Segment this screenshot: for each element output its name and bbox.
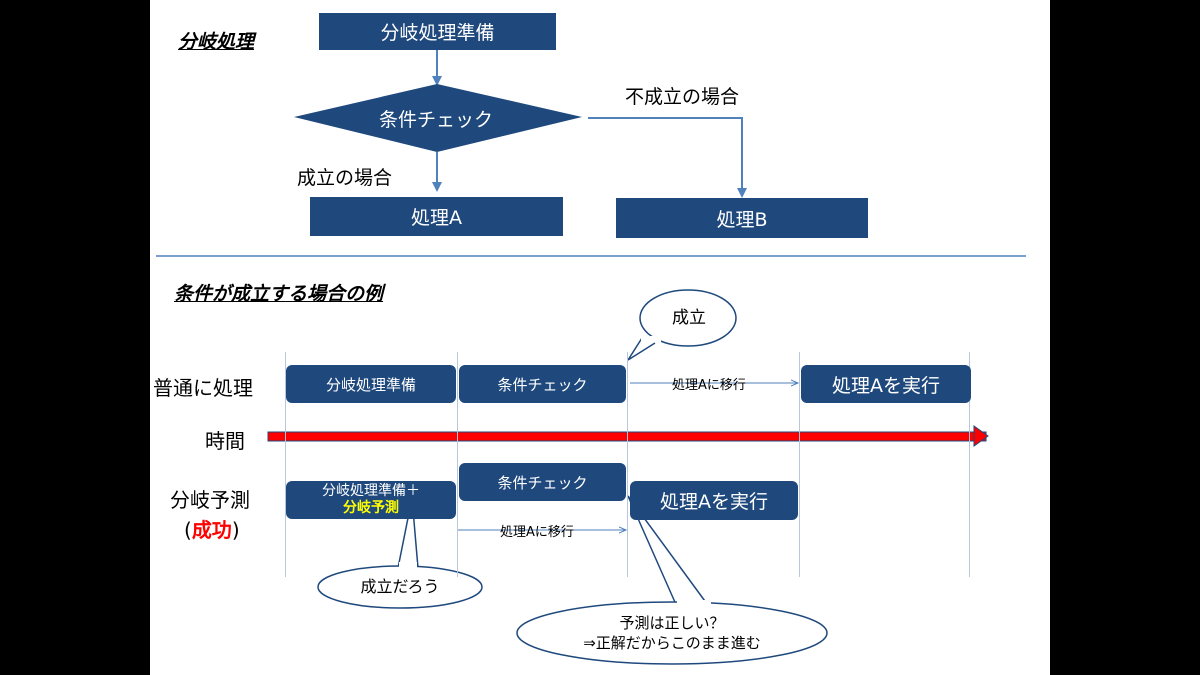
time-arrow-head	[973, 425, 989, 447]
predict-result-text: 成功	[191, 518, 232, 542]
not-ok-label: 不成立の場合	[625, 86, 740, 108]
guide-line	[457, 352, 458, 577]
predict-prepare-line2: 分岐予測	[343, 500, 399, 516]
predict-row-label: 分岐予測	[170, 488, 250, 512]
normal-check-box: 条件チェック	[459, 365, 626, 403]
normal-transition-label: 処理Aに移行	[672, 378, 746, 393]
predict-prepare-line1: 分岐処理準備＋	[322, 483, 420, 499]
callout-right-shape	[516, 601, 828, 665]
guide-line	[285, 352, 286, 577]
callout-ok-tail	[627, 337, 656, 361]
process-b-box: 処理B	[616, 198, 868, 238]
time-label: 時間	[205, 429, 245, 453]
guide-line	[799, 352, 800, 577]
callout-right-text: 予測は正しい？ ⇒正解だからこのまま進む	[517, 613, 827, 653]
flowchart-title: 分岐処理	[178, 31, 255, 53]
decision-diamond	[294, 84, 582, 152]
normal-prepare-box: 分岐処理準備	[286, 365, 456, 403]
predict-exec-box: 処理Aを実行	[630, 481, 798, 520]
predict-check-box: 条件チェック	[459, 463, 626, 501]
prepare-box: 分岐処理準備	[319, 13, 556, 50]
process-a-box: 処理A	[310, 197, 563, 236]
callout-right-line2: ⇒正解だからこのまま進む	[583, 634, 761, 652]
diagram-canvas	[156, 50, 1026, 665]
example-title: 条件が成立する場合の例	[174, 283, 384, 305]
callout-guess-text: 成立だろう	[360, 577, 440, 596]
callout-right-line1: 予測は正しい？	[619, 614, 725, 632]
predict-prepare-box: 分岐処理準備＋ 分岐予測	[286, 481, 456, 519]
normal-exec-box: 処理Aを実行	[801, 365, 971, 403]
guide-line	[627, 352, 628, 577]
predict-result-open: (	[184, 518, 192, 542]
slide: 分岐処理 分岐処理準備 条件チェック 不成立の場合 成立の場合 処理A 処理B …	[150, 0, 1050, 675]
ok-label: 成立の場合	[297, 167, 393, 189]
callout-ok-text: 成立	[672, 308, 706, 328]
normal-row-label: 普通に処理	[153, 376, 253, 400]
predict-result-line: (成功)	[184, 514, 240, 543]
predict-result-close: )	[231, 518, 240, 542]
decision-label: 条件チェック	[379, 109, 494, 131]
callout-right-tail	[627, 495, 711, 610]
guide-line	[969, 352, 970, 577]
predict-transition-label: 処理Aに移行	[500, 525, 574, 540]
arrow-check-to-b	[588, 117, 747, 198]
callout-ok-shape	[639, 289, 737, 347]
